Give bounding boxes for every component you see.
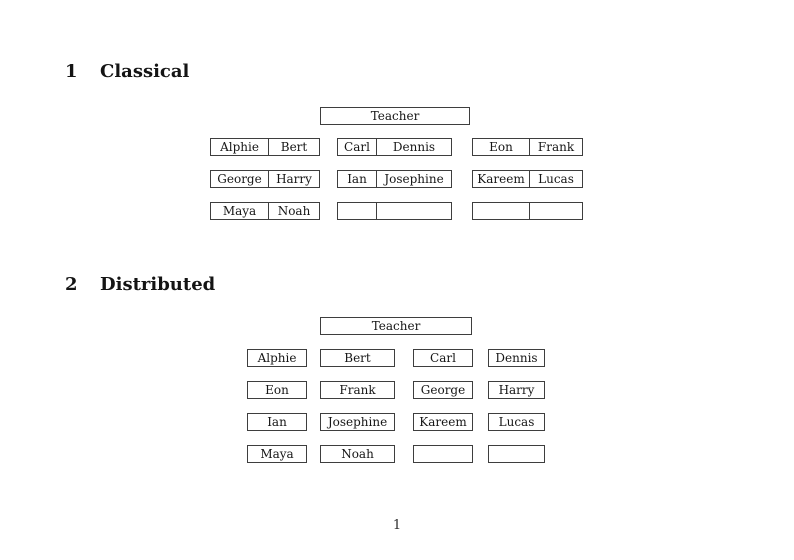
desk-cell: [338, 203, 377, 219]
desk: Alphie Bert: [210, 138, 320, 156]
teacher-box: Teacher: [320, 107, 470, 125]
section-number: 1: [65, 61, 78, 82]
desk-cell: Alphie: [211, 139, 269, 155]
seat-box: Noah: [320, 445, 395, 463]
page-number: 1: [392, 518, 402, 533]
seat-box: [488, 445, 545, 463]
seat-box: Dennis: [488, 349, 545, 367]
seat-box: Maya: [247, 445, 307, 463]
desk-cell: [473, 203, 530, 219]
teacher-box: Teacher: [320, 317, 472, 335]
seat-box: Kareem: [413, 413, 473, 431]
section-title: Classical: [100, 61, 190, 82]
desk: [472, 202, 583, 220]
seat-box: Bert: [320, 349, 395, 367]
desk-cell: [530, 203, 582, 219]
desk-cell: Bert: [280, 140, 308, 154]
desk-cell: Ian: [338, 171, 377, 187]
desk: Eon Frank: [472, 138, 583, 156]
desk-cell: Frank: [537, 140, 575, 154]
desk-cell: Lucas: [538, 172, 574, 186]
seat-box: George: [413, 381, 473, 399]
desk: Maya Noah: [210, 202, 320, 220]
desk: Carl Dennis: [337, 138, 452, 156]
seat-box: Lucas: [488, 413, 545, 431]
seat-box: Frank: [320, 381, 395, 399]
desk: George Harry: [210, 170, 320, 188]
desk-cell: Dennis: [392, 140, 436, 154]
section-heading-classical: 1 Classical: [65, 61, 189, 83]
seat-box: Carl: [413, 349, 473, 367]
seat-box: Josephine: [320, 413, 395, 431]
desk-cell: George: [211, 171, 269, 187]
desk-cell: Kareem: [473, 171, 530, 187]
desk-cell: Harry: [276, 172, 312, 186]
section-title: Distributed: [100, 274, 216, 295]
desk: Kareem Lucas: [472, 170, 583, 188]
seat-box: Eon: [247, 381, 307, 399]
desk-cell: Josephine: [384, 172, 444, 186]
seat-box: Alphie: [247, 349, 307, 367]
seat-box: Harry: [488, 381, 545, 399]
desk-cell: [377, 203, 451, 219]
seat-box: Ian: [247, 413, 307, 431]
desk-cell: Eon: [473, 139, 530, 155]
desk-cell: Noah: [277, 204, 311, 218]
desk: Ian Josephine: [337, 170, 452, 188]
seat-box: [413, 445, 473, 463]
desk: [337, 202, 452, 220]
section-heading-distributed: 2 Distributed: [65, 274, 215, 296]
desk-cell: Maya: [211, 203, 269, 219]
desk-cell: Carl: [338, 139, 377, 155]
section-number: 2: [65, 274, 78, 295]
